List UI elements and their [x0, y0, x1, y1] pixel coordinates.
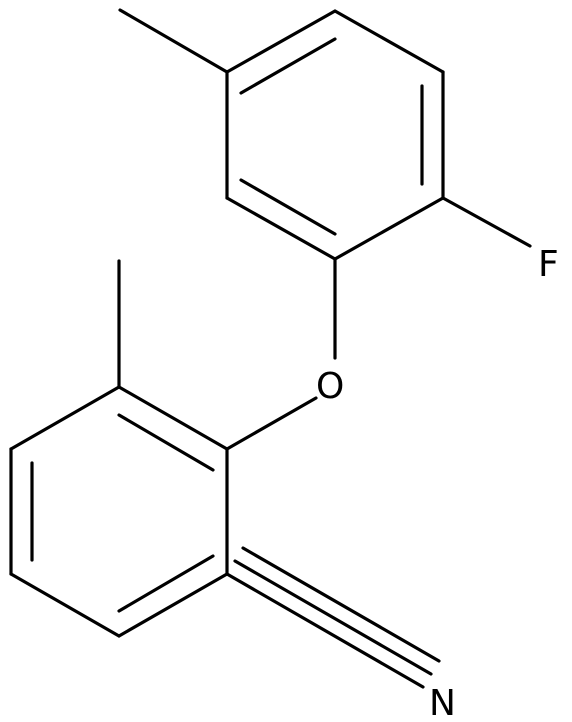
- upper-aromatic-ring: [225, 9, 445, 261]
- bond-nitrile-3: [241, 546, 441, 663]
- bond-u4-u5: [333, 196, 445, 261]
- bond-oxygen-lower-ring: [225, 396, 318, 451]
- nitrile-triple-bond: [225, 546, 441, 689]
- nitrogen-label: N: [429, 683, 456, 722]
- bond-l5-l6: [117, 572, 229, 638]
- bond-l2-l3: [9, 385, 121, 451]
- bond-u1-u2-inner: [239, 37, 337, 95]
- bond-u1-u2: [225, 9, 337, 74]
- bond-u5-u6: [225, 196, 337, 261]
- oxygen-label: O: [316, 366, 344, 407]
- fluorine-label: F: [538, 244, 559, 285]
- bond-l1-l2: [117, 385, 229, 451]
- bond-upper-methyl: [118, 8, 229, 74]
- bond-nitrile-1: [225, 572, 425, 689]
- bond-l4-l5: [9, 572, 121, 638]
- bond-nitrile-2: [233, 559, 433, 676]
- lower-aromatic-ring: [9, 385, 229, 638]
- bond-u5-u6-inner: [239, 178, 337, 236]
- bond-u2-u3: [333, 9, 445, 74]
- bond-l1-l2-inner: [117, 413, 215, 472]
- bond-c-fluorine: [441, 196, 532, 248]
- bond-l5-l6-inner: [117, 554, 215, 613]
